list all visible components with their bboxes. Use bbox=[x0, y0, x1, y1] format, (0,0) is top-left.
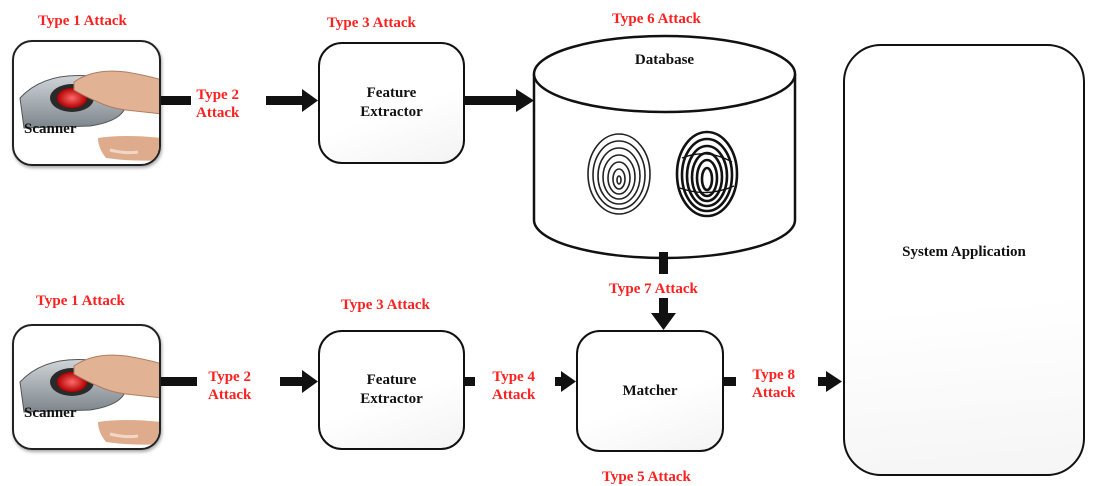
matcher-arrow-shaft bbox=[659, 298, 668, 314]
fingerprint-dark-icon bbox=[675, 130, 739, 218]
type8-line2: Attack bbox=[752, 385, 796, 401]
top-extractor-arrowhead bbox=[302, 89, 318, 112]
top-scanner-connector-stub bbox=[161, 96, 191, 105]
type7-attack-label: Type 7 Attack bbox=[609, 281, 698, 297]
top-feature-extractor-box: Feature Extractor bbox=[318, 42, 465, 164]
bottom-extractor-arrow-shaft bbox=[280, 377, 302, 386]
database-cylinder: Database bbox=[532, 34, 797, 260]
type5-attack-label: Type 5 Attack bbox=[602, 469, 691, 485]
database-label: Database bbox=[634, 52, 695, 68]
bottom-extractor-line2: Extractor bbox=[360, 391, 423, 407]
top-fingerprint-scanner-image bbox=[19, 70, 159, 161]
type6-attack-label: Type 6 Attack bbox=[612, 11, 701, 27]
bottom-fingerprint-scanner-image bbox=[19, 354, 159, 445]
bottom-scanner-box: Scanner bbox=[12, 324, 161, 450]
top-extractor-line1: Feature bbox=[366, 85, 417, 101]
bottom-extractor-connector-stub bbox=[465, 377, 475, 386]
system-application-label: System Application bbox=[902, 244, 1026, 260]
bottom-extractor-line1: Feature bbox=[366, 372, 417, 388]
top-scanner-label: Scanner bbox=[24, 121, 77, 137]
database-cylinder-shape bbox=[532, 34, 797, 260]
type8-attack-label: Type 8 Attack bbox=[752, 366, 795, 402]
type4-line1: Type 4 bbox=[492, 369, 535, 385]
bottom-type1-attack-label: Type 1 Attack bbox=[36, 293, 125, 309]
bottom-scanner-connector-stub bbox=[161, 377, 197, 386]
top-type2-line1: Type 2 bbox=[196, 87, 239, 103]
bottom-feature-extractor-label: Feature Extractor bbox=[360, 371, 422, 409]
type4-attack-label: Type 4 Attack bbox=[492, 368, 535, 404]
application-arrowhead bbox=[826, 371, 842, 392]
bottom-type2-line1: Type 2 bbox=[208, 369, 251, 385]
top-type2-line2: Attack bbox=[196, 105, 240, 121]
top-type1-attack-label: Type 1 Attack bbox=[38, 13, 127, 29]
top-type3-attack-label: Type 3 Attack bbox=[327, 15, 416, 31]
matcher-input-arrowhead bbox=[561, 371, 576, 392]
bottom-type3-attack-label: Type 3 Attack bbox=[341, 297, 430, 313]
top-extractor-arrow-shaft bbox=[266, 96, 302, 105]
matcher-box: Matcher bbox=[576, 330, 724, 452]
type8-line1: Type 8 bbox=[752, 367, 795, 383]
top-type2-attack-label: Type 2 Attack bbox=[196, 86, 239, 122]
type4-line2: Attack bbox=[492, 387, 536, 403]
top-extractor-line2: Extractor bbox=[360, 104, 423, 120]
system-application-box: System Application bbox=[843, 44, 1085, 476]
fingerprint-light-icon bbox=[587, 133, 651, 215]
matcher-input-arrow-shaft bbox=[555, 377, 561, 386]
bottom-feature-extractor-box: Feature Extractor bbox=[318, 330, 465, 450]
application-arrow-shaft bbox=[818, 377, 828, 386]
bottom-extractor-arrowhead bbox=[302, 370, 318, 393]
matcher-arrowhead bbox=[651, 313, 676, 330]
bottom-type2-line2: Attack bbox=[208, 387, 252, 403]
matcher-label: Matcher bbox=[622, 382, 678, 399]
top-feature-extractor-label: Feature Extractor bbox=[360, 84, 422, 122]
bottom-type2-attack-label: Type 2 Attack bbox=[208, 368, 251, 404]
bottom-scanner-label: Scanner bbox=[24, 405, 77, 421]
top-database-arrow-shaft bbox=[465, 96, 516, 105]
top-scanner-box: Scanner bbox=[12, 40, 161, 166]
matcher-output-connector-stub bbox=[724, 377, 736, 386]
